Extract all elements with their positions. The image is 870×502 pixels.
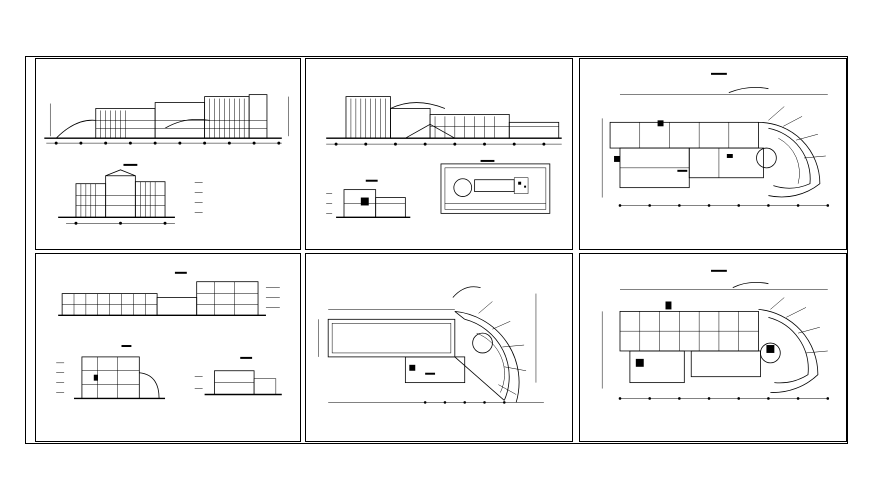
title-bar	[711, 72, 727, 75]
site-plan	[440, 159, 551, 214]
title-bar	[711, 269, 727, 272]
title-bar	[123, 163, 138, 166]
long-section	[58, 271, 280, 317]
long-elevation	[326, 96, 562, 146]
floor-plan-drawing	[601, 269, 830, 400]
small-section	[194, 356, 282, 396]
long-elevation	[44, 94, 289, 145]
panel-elevations-1[interactable]	[35, 58, 301, 250]
elevation-site-drawing	[326, 96, 562, 219]
cross-section	[56, 345, 166, 400]
small-section	[326, 179, 411, 219]
roof-plan-drawing	[318, 286, 544, 404]
drawing-sheet	[25, 56, 848, 444]
panel-floor-plan-2[interactable]	[579, 253, 847, 442]
elevation-drawing	[44, 94, 289, 225]
floor-plan-drawing	[601, 72, 830, 207]
sections-drawing	[56, 271, 282, 400]
panel-elevations-3[interactable]	[35, 253, 301, 442]
panel-elevations-2[interactable]	[305, 58, 573, 250]
panel-floor-plan-1[interactable]	[579, 58, 847, 250]
panel-roof-plan[interactable]	[305, 253, 573, 442]
short-elevation	[58, 169, 203, 225]
